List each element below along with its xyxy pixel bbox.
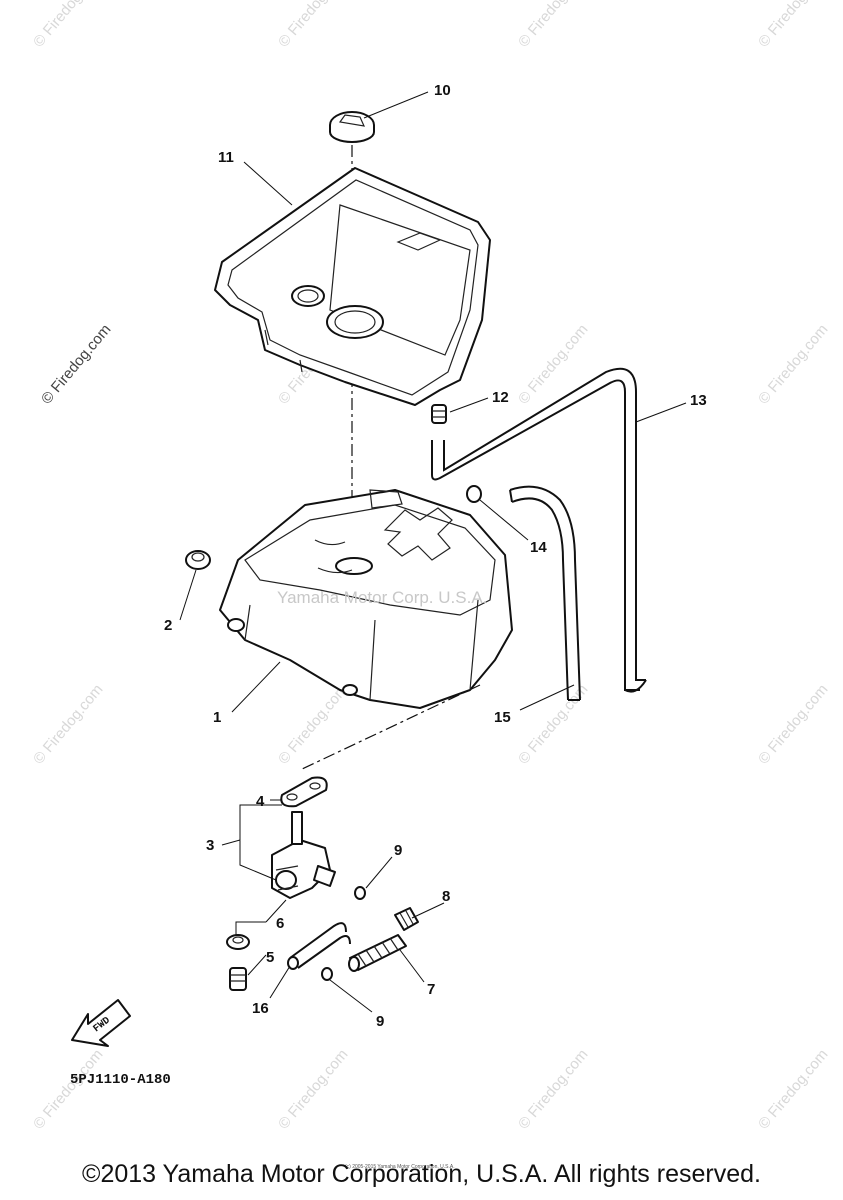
watermark: © Firedog.com [515,1046,591,1132]
watermark: © Firedog.com [275,1046,351,1132]
callout-12: 12 [492,389,509,406]
clip-9-part [321,967,333,981]
clip-9-part [354,886,366,900]
fitting-12-part [431,404,447,424]
assembly-axis-lower [299,684,481,771]
forward-arrow-icon: FWD [71,999,131,1047]
hose-8-part [394,907,419,931]
watermark: © Firedog.com [755,0,831,51]
tank-cover-part [214,167,491,406]
watermark: © Firedog.com [30,1046,106,1132]
callout-4: 4 [256,793,265,810]
watermark: © Firedog.com [275,681,351,767]
watermark: © Firedog.com [755,321,831,407]
callout-7: 7 [427,981,435,998]
part-code: 5PJ1110-A180 [70,1072,171,1088]
callout-6: 6 [276,915,284,932]
callout-15: 15 [494,709,511,726]
callout-14: 14 [530,539,547,556]
fuel-hose-16-part [287,922,351,970]
callout-16: 16 [252,1000,269,1017]
callout-11: 11 [218,149,234,166]
callout-3: 3 [206,837,214,854]
watermark: © Firedog.com [755,681,831,767]
watermark: © Firedog.com [275,0,351,51]
fuel-tank-part [219,489,513,709]
callout-1: 1 [213,709,221,726]
callout-9: 9 [376,1013,384,1030]
callout-2: 2 [164,617,172,634]
watermark: © Firedog.com [38,321,114,407]
bolt-5-part [229,967,247,991]
center-watermark: Yamaha Motor Corp. U.S.A. [277,588,487,607]
fuel-cap-part [329,111,375,143]
hose-15-part [509,485,581,701]
tiny-copyright: (c) 2005-2015 Yamaha Motor Corporation, … [345,1164,455,1170]
hose-7-part [348,934,407,972]
watermark: © Firedog.com [755,1046,831,1132]
clip-14-part [466,485,482,503]
callout-5: 5 [266,949,274,966]
watermark: © Firedog.com [30,0,106,51]
callout-8: 8 [442,888,450,905]
watermark: © Firedog.com [515,0,591,51]
breather-hose-13 [431,367,647,693]
gasket-4-part [280,776,328,808]
nut-6-part [226,934,250,950]
fuel-cock-3-part [271,811,336,899]
watermark: © Firedog.com [515,321,591,407]
leader-lines [179,91,687,1013]
watermark: © Firedog.com [30,681,106,767]
callout-10: 10 [434,82,451,99]
grommet-2-part [185,550,211,570]
callout-13: 13 [690,392,707,409]
callout-9: 9 [394,842,402,859]
callouts: 10 11 12 13 14 2 1 15 4 3 9 8 6 5 7 16 9 [164,82,707,1030]
copyright-footer: ©2013 Yamaha Motor Corporation, U.S.A. A… [82,1160,761,1188]
